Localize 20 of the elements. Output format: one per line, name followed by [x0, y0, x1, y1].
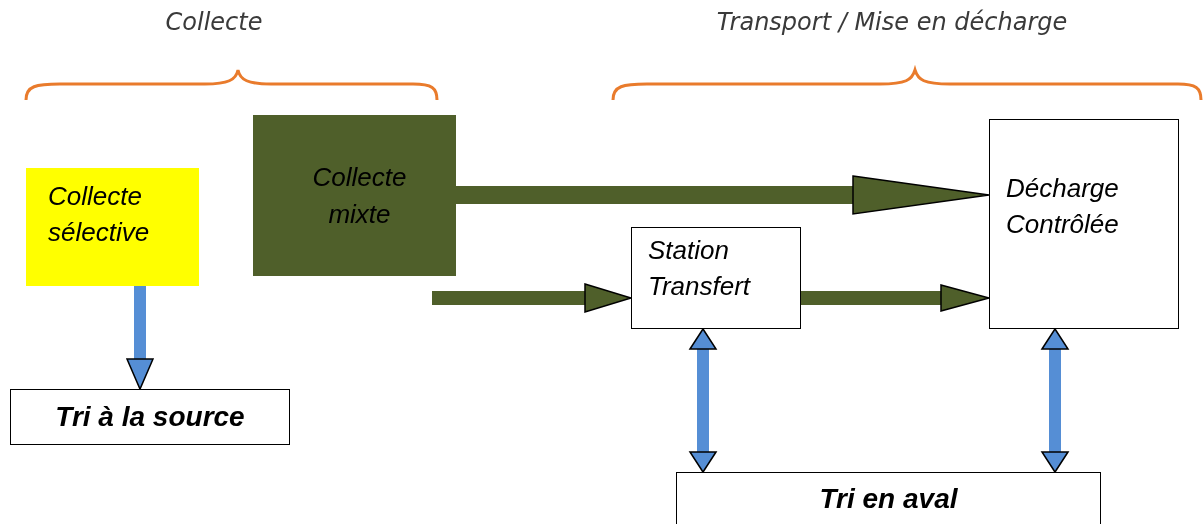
process-box — [26, 168, 199, 286]
block-arrow — [801, 284, 990, 312]
block-arrow — [432, 283, 632, 313]
process-box — [631, 227, 801, 329]
process-box — [676, 472, 1101, 524]
section-heading: Transport / Mise en décharge — [716, 8, 1068, 36]
block-arrow — [126, 286, 154, 390]
block-arrow — [456, 175, 990, 215]
box-label: Tri en aval — [819, 482, 958, 516]
box-label: Station Transfert — [648, 234, 752, 304]
box-label: Collecte sélective — [48, 180, 151, 250]
block-arrow — [689, 328, 717, 473]
box-label: Collecte mixte — [311, 161, 408, 231]
process-box — [253, 115, 456, 276]
process-box — [10, 389, 290, 445]
process-box — [989, 119, 1179, 329]
box-label: Tri à la source — [55, 400, 245, 435]
box-label: Décharge Contrôlée — [1006, 172, 1120, 242]
section-heading: Collecte — [165, 8, 263, 36]
block-arrow — [1041, 328, 1069, 473]
